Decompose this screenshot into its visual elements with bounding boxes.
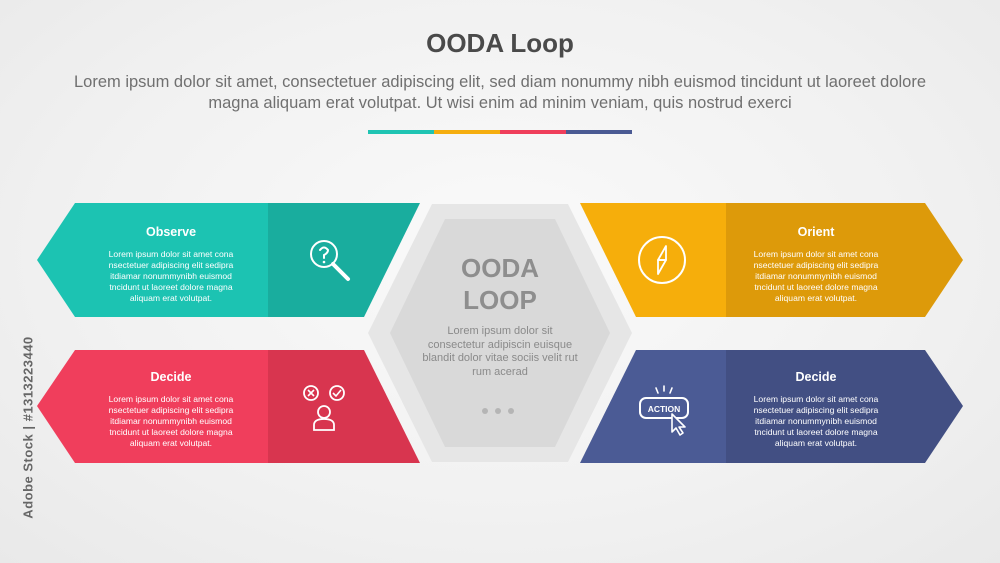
divider-segment-3 <box>500 130 566 134</box>
center-title: OODA LOOP <box>430 252 570 316</box>
compass-icon <box>638 236 686 284</box>
decide-left-text-block: Decide Lorem ipsum dolor sit amet cona n… <box>95 370 247 449</box>
decide-left-body: Lorem ipsum dolor sit amet cona nsectetu… <box>108 394 234 448</box>
center-title-line1: OODA <box>461 253 539 283</box>
watermark: Adobe Stock | #1313223440 <box>8 320 36 560</box>
observe-card <box>37 203 420 317</box>
dot-2 <box>495 408 501 414</box>
more-dots <box>482 408 514 414</box>
orient-card <box>580 203 963 317</box>
decide-card-right <box>580 350 963 463</box>
decide-right-body: Lorem ipsum dolor sit amet cona nsectetu… <box>753 394 879 448</box>
observe-text-block: Observe Lorem ipsum dolor sit amet cona … <box>95 225 247 304</box>
decide-right-text-block: Decide Lorem ipsum dolor sit amet cona n… <box>740 370 892 449</box>
decide-right-title: Decide <box>795 370 837 384</box>
observe-body: Lorem ipsum dolor sit amet cona nsectetu… <box>108 249 234 303</box>
decide-card-left <box>37 350 420 463</box>
orient-text-block: Orient Lorem ipsum dolor sit amet cona n… <box>740 225 892 304</box>
page-title: OODA Loop <box>426 28 574 58</box>
dot-1 <box>482 408 488 414</box>
action-icon-label: ACTION <box>648 404 681 414</box>
divider-segment-4 <box>566 130 632 134</box>
center-hexagon <box>368 204 632 462</box>
center-body: Lorem ipsum dolor sit consectetur adipis… <box>422 325 578 378</box>
dot-3 <box>508 408 514 414</box>
magnifier-question-icon <box>310 240 350 281</box>
page-subtitle: Lorem ipsum dolor sit amet, consectetuer… <box>73 73 927 112</box>
center-title-line2: LOOP <box>463 285 537 315</box>
observe-title: Observe <box>145 225 197 239</box>
orient-body: Lorem ipsum dolor sit amet cona nsectetu… <box>753 249 879 303</box>
orient-title: Orient <box>797 225 835 239</box>
title-divider <box>368 130 632 134</box>
divider-segment-1 <box>368 130 434 134</box>
decide-left-title: Decide <box>150 370 192 384</box>
decision-person-icon <box>303 385 345 431</box>
action-button-click-icon: ACTION <box>639 385 689 436</box>
divider-segment-2 <box>434 130 500 134</box>
watermark-text: Adobe Stock | #1313223440 <box>20 336 36 519</box>
